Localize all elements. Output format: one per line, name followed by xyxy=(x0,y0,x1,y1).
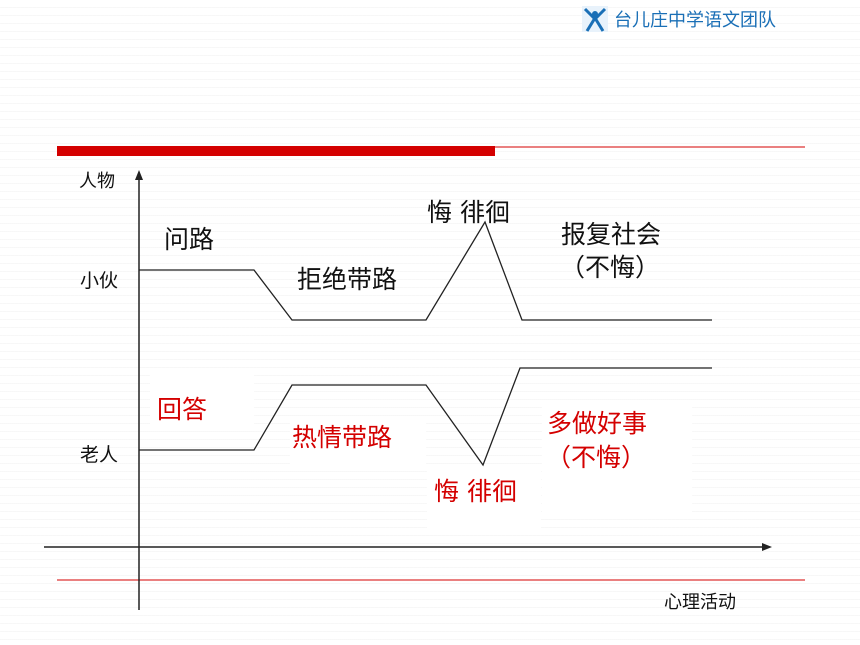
y-axis-label: 人物 xyxy=(79,171,115,192)
row-label-old-man: 老人 xyxy=(80,444,119,466)
old-stage-regret: 悔 徘徊 xyxy=(434,477,517,506)
young-stage-ask-way: 问路 xyxy=(164,225,215,254)
young-stage-regret: 悔 徘徊 xyxy=(427,198,510,227)
old-answer-box xyxy=(150,370,254,428)
young-stage-refuse: 拒绝带路 xyxy=(297,265,398,294)
young-stage-no-regret: （不悔） xyxy=(560,253,661,282)
compass-person-logo-icon xyxy=(582,6,608,32)
old-stage-good-deeds: 多做好事 xyxy=(547,409,648,438)
old-stage-no-regret: （不悔） xyxy=(546,443,647,472)
top-red-bar xyxy=(57,146,495,156)
old-stage-answer: 回答 xyxy=(157,395,208,424)
young-stage-revenge: 报复社会 xyxy=(561,220,662,249)
old-regret-box xyxy=(427,467,541,529)
young-man-line xyxy=(139,220,712,321)
row-label-young-man: 小伙 xyxy=(80,270,119,292)
old-gooddeeds-box xyxy=(542,400,692,515)
header-logo: 台儿庄中学语文团队 xyxy=(582,4,852,34)
x-axis-arrow xyxy=(762,543,772,551)
old-man-line xyxy=(139,367,712,467)
org-title: 台儿庄中学语文团队 xyxy=(614,10,776,31)
x-axis-label: 心理活动 xyxy=(664,592,736,613)
old-warm-box xyxy=(290,418,426,468)
y-axis-arrow xyxy=(135,170,143,180)
old-stage-warm-guide: 热情带路 xyxy=(292,423,393,452)
